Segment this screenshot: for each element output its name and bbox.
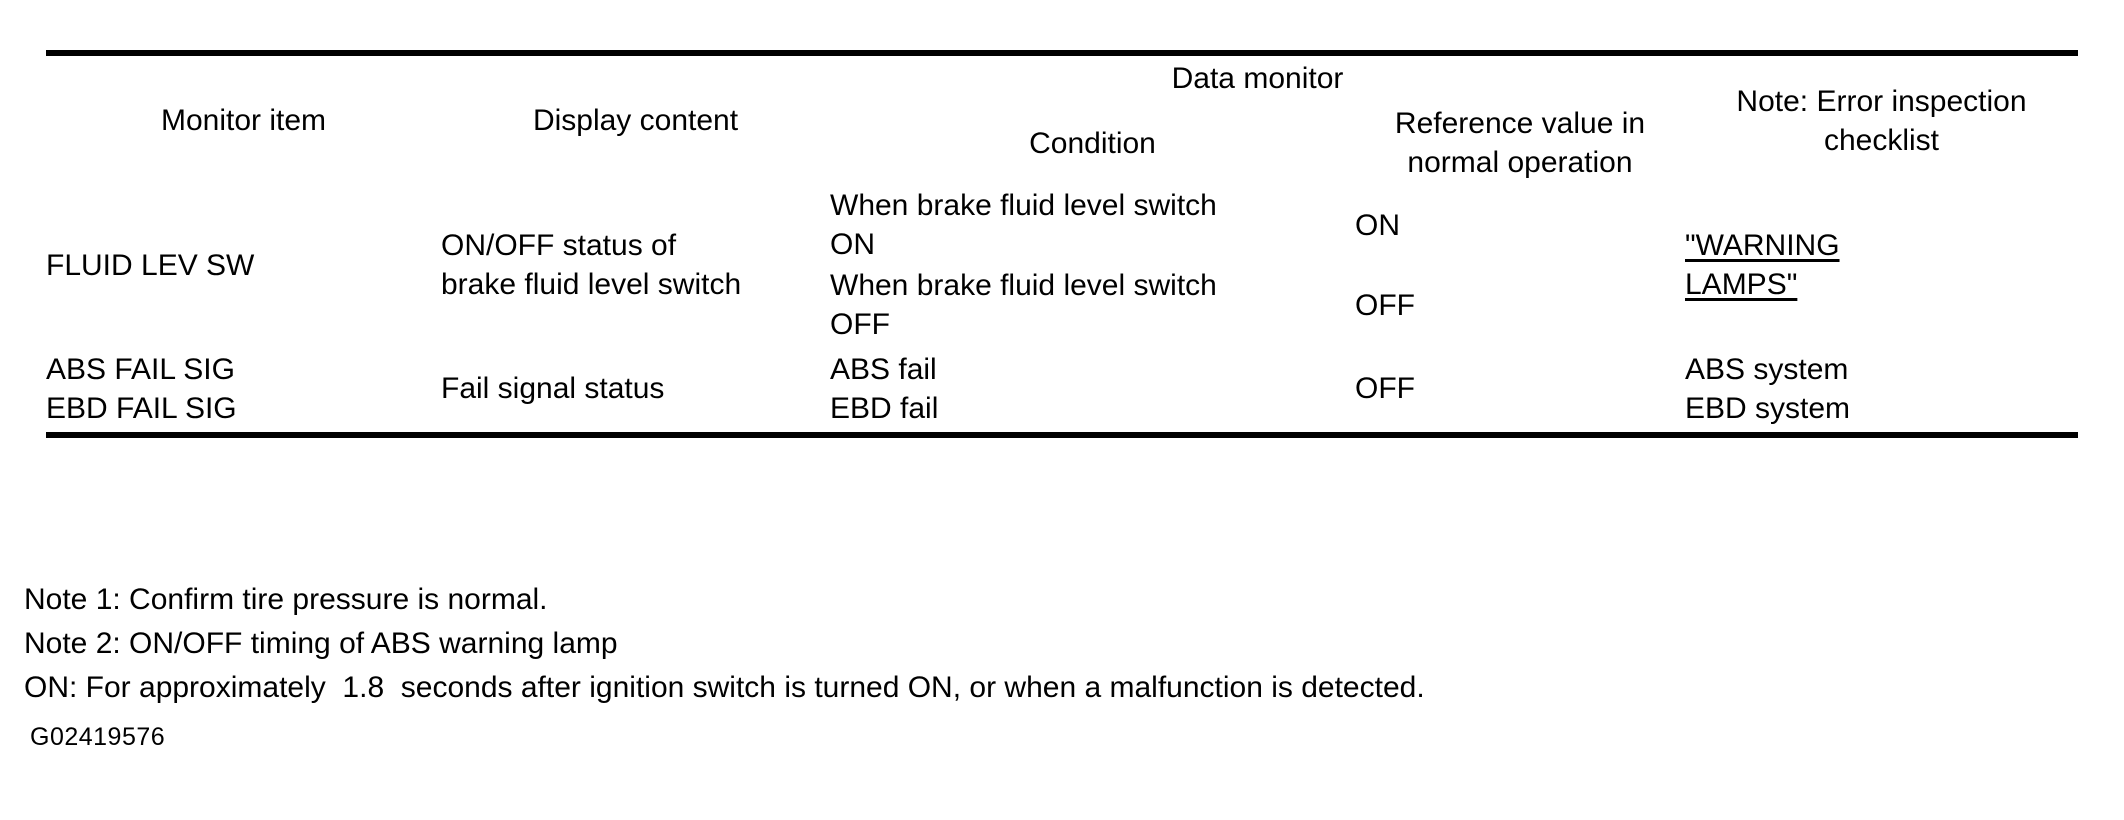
header-data-monitor-label: Data monitor xyxy=(1171,62,1344,95)
cell-display-content: ON/OFF status of brake fluid level switc… xyxy=(441,185,830,345)
cell-condition: ABS fail EBD fail xyxy=(830,345,1355,435)
data-monitor-table: Monitor item Display content Data monito… xyxy=(46,50,2078,438)
header-note-checklist-label: Note: Error inspection checklist xyxy=(1736,84,2027,157)
table-header-row-secondary: Condition Reference value in normal oper… xyxy=(46,101,2078,185)
cell-condition-label: When brake fluid level switch ON xyxy=(830,189,1217,261)
warning-lamps-reference-link[interactable]: "WARNING LAMPS" xyxy=(1685,229,1840,301)
footnote-2: Note 2: ON/OFF timing of ABS warning lam… xyxy=(24,627,618,660)
cell-display-content: Fail signal status xyxy=(441,345,830,435)
cell-reference-value: ON xyxy=(1355,185,1685,265)
header-monitor-item: Monitor item xyxy=(46,53,441,185)
footnote-1: Note 1: Confirm tire pressure is normal. xyxy=(24,583,548,616)
header-data-monitor: Data monitor xyxy=(830,53,1685,101)
cell-condition-label: ABS fail EBD fail xyxy=(830,352,939,425)
header-monitor-item-label: Monitor item xyxy=(160,104,327,137)
cell-reference-value-label: OFF xyxy=(1355,288,1415,322)
cell-monitor-item: ABS FAIL SIG EBD FAIL SIG xyxy=(46,345,441,435)
header-condition: Condition xyxy=(830,101,1355,185)
header-display-content-label: Display content xyxy=(532,104,739,137)
cell-reference-value: OFF xyxy=(1355,265,1685,345)
cell-condition: When brake fluid level switch OFF xyxy=(830,265,1355,345)
cell-note-checklist-label: ABS system EBD system xyxy=(1685,352,1851,425)
cell-reference-value-label: OFF xyxy=(1355,372,1415,405)
cell-note-checklist: ABS system EBD system xyxy=(1685,345,2078,435)
data-monitor-table-container: Monitor item Display content Data monito… xyxy=(46,50,2078,438)
footnotes: Note 1: Confirm tire pressure is normal.… xyxy=(24,578,2084,710)
header-reference-value-label: Reference value in normal operation xyxy=(1394,107,1646,179)
figure-id: G02419576 xyxy=(30,723,166,751)
cell-display-content-label: ON/OFF status of brake fluid level switc… xyxy=(441,229,742,301)
cell-monitor-item-label: FLUID LEV SW xyxy=(46,248,255,282)
footnote-3: ON: For approximately 1.8 seconds after … xyxy=(24,671,1425,704)
header-reference-value: Reference value in normal operation xyxy=(1355,101,1685,185)
header-note-checklist: Note: Error inspection checklist xyxy=(1685,53,2078,185)
header-condition-label: Condition xyxy=(1029,126,1156,160)
cell-reference-value-label: ON xyxy=(1355,208,1400,242)
cell-monitor-item: FLUID LEV SW xyxy=(46,185,441,345)
cell-display-content-label: Fail signal status xyxy=(441,372,665,405)
cell-condition: When brake fluid level switch ON xyxy=(830,185,1355,265)
table-row: FLUID LEV SW ON/OFF status of brake flui… xyxy=(46,185,2078,301)
cell-reference-value: OFF xyxy=(1355,345,1685,435)
cell-condition-label: When brake fluid level switch OFF xyxy=(830,269,1217,341)
table-row: ABS FAIL SIG EBD FAIL SIG Fail signal st… xyxy=(46,345,2078,435)
cell-note-checklist[interactable]: "WARNING LAMPS" xyxy=(1685,185,2078,345)
table-row: When brake fluid level switch OFF OFF xyxy=(46,265,2078,345)
header-display-content: Display content xyxy=(441,53,830,185)
table-header-row-primary: Monitor item Display content Data monito… xyxy=(46,53,2078,157)
cell-monitor-item-label: ABS FAIL SIG EBD FAIL SIG xyxy=(46,352,237,425)
